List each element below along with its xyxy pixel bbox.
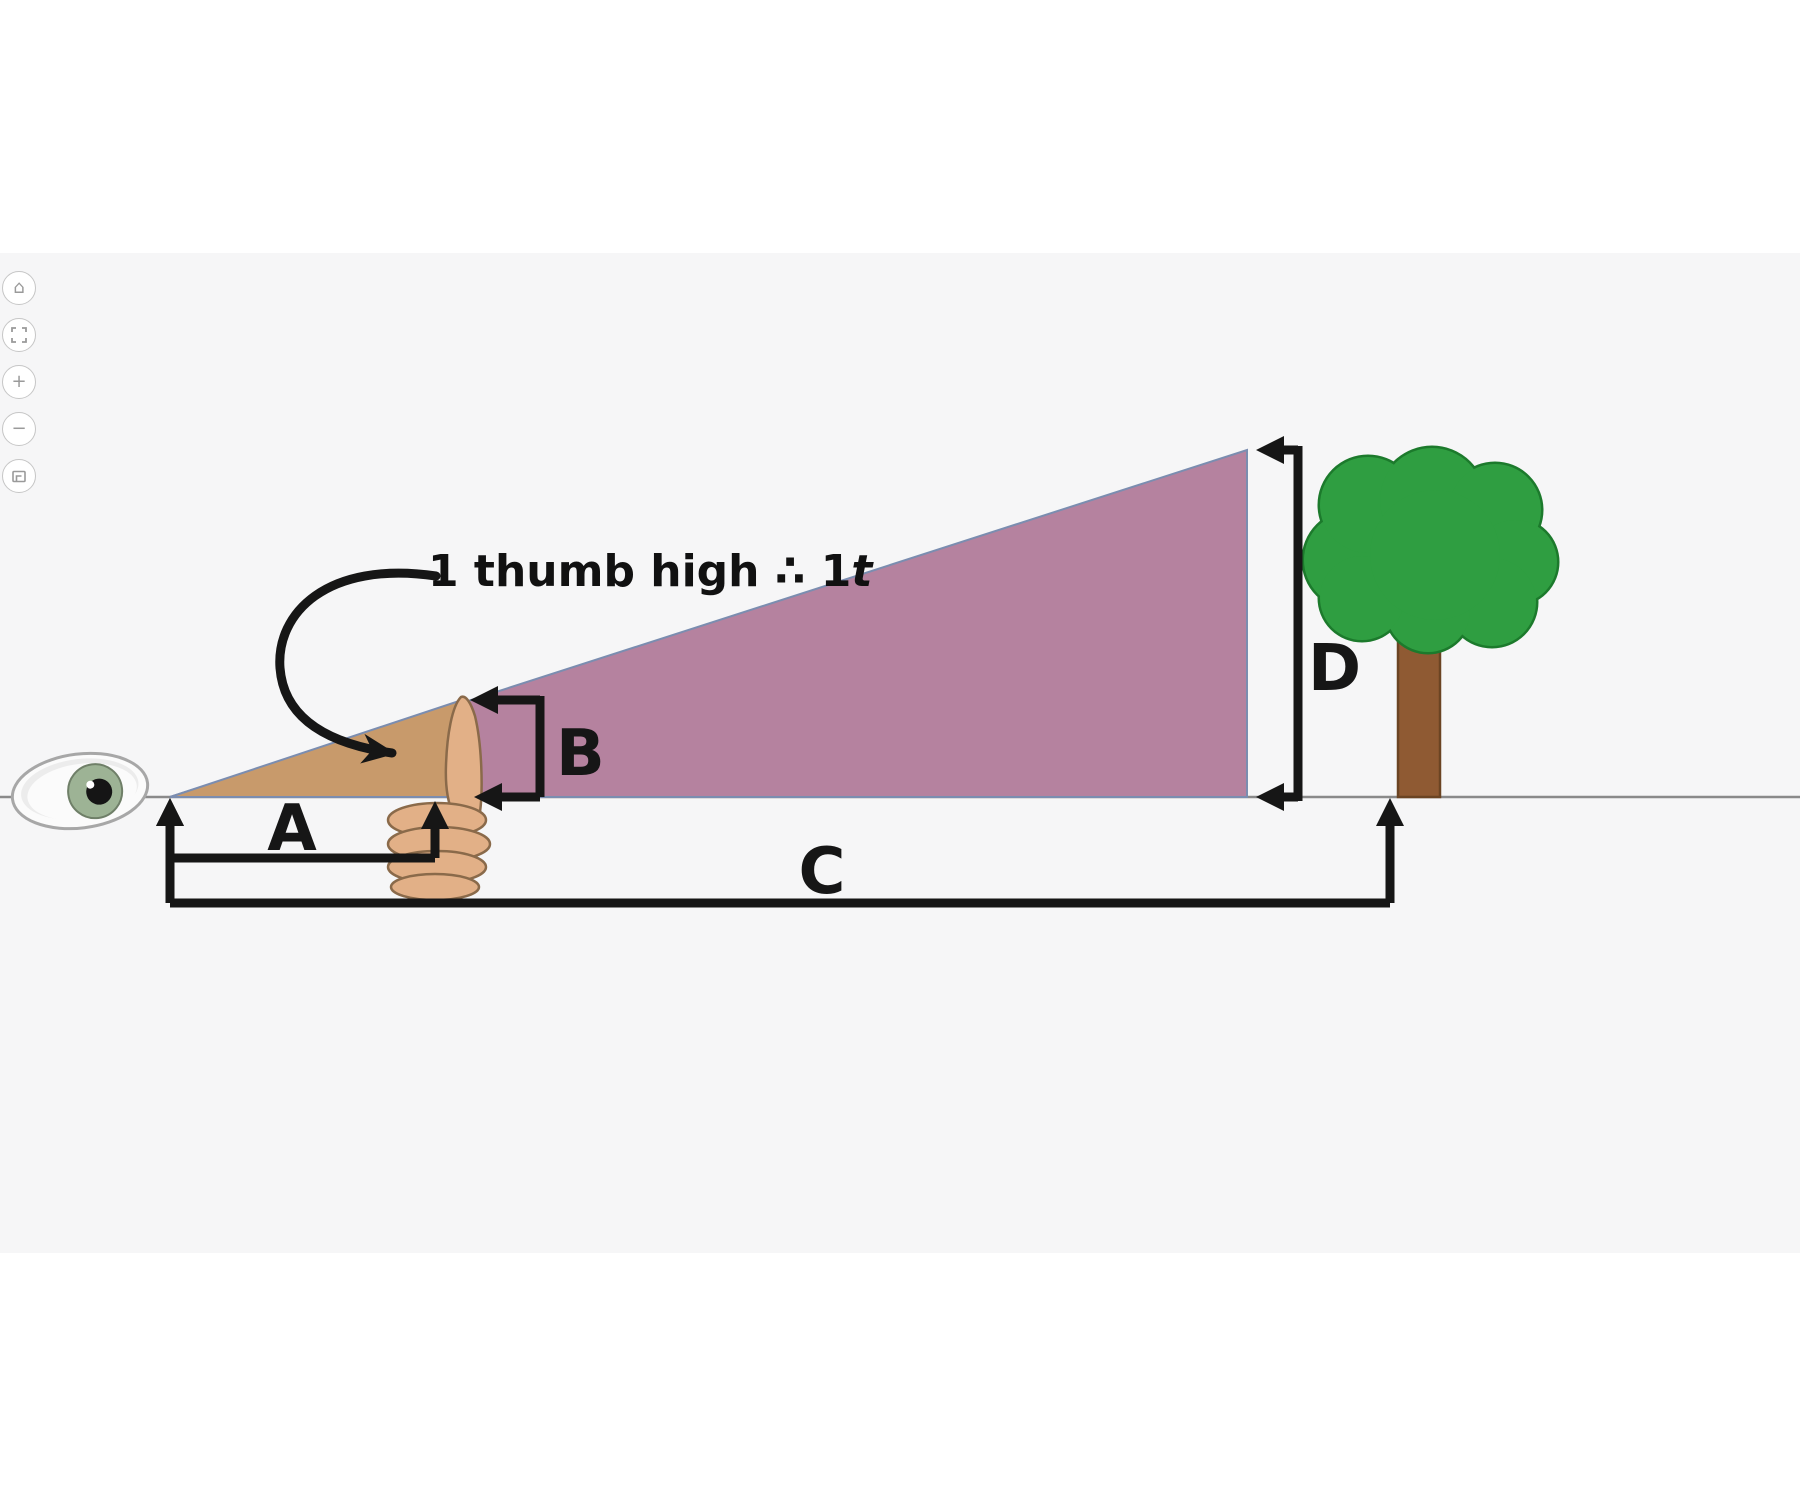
label-d: D [1308, 632, 1361, 706]
label-b: B [556, 717, 605, 791]
zoom-in-icon: + [11, 371, 27, 392]
tree-foliage [1301, 445, 1560, 655]
viewport-toolbar: ⌂ + − [2, 271, 36, 493]
label-a: A [267, 792, 317, 866]
dimension-d: D [1256, 436, 1361, 811]
fit-view-button[interactable] [2, 318, 36, 352]
zoom-in-button[interactable]: + [2, 365, 36, 399]
zoom-out-button[interactable]: − [2, 412, 36, 446]
dimension-c: C [156, 798, 1404, 909]
tree-illustration [1301, 445, 1560, 799]
label-c: C [799, 835, 846, 909]
dimension-b: B [470, 686, 605, 811]
fit-view-icon [11, 327, 27, 343]
home-icon: ⌂ [13, 277, 25, 298]
view-mode-icon [11, 468, 27, 484]
thumb-note: 1 thumb high ∴ 1t [428, 546, 874, 597]
zoom-out-icon: − [11, 418, 27, 439]
dimension-a: A [156, 792, 449, 866]
view-mode-button[interactable] [2, 459, 36, 493]
eye-illustration [10, 751, 150, 831]
callout-arrow [275, 568, 441, 764]
thumb-callout: 1 thumb high ∴ 1t [275, 546, 874, 764]
home-view-button[interactable]: ⌂ [2, 271, 36, 305]
